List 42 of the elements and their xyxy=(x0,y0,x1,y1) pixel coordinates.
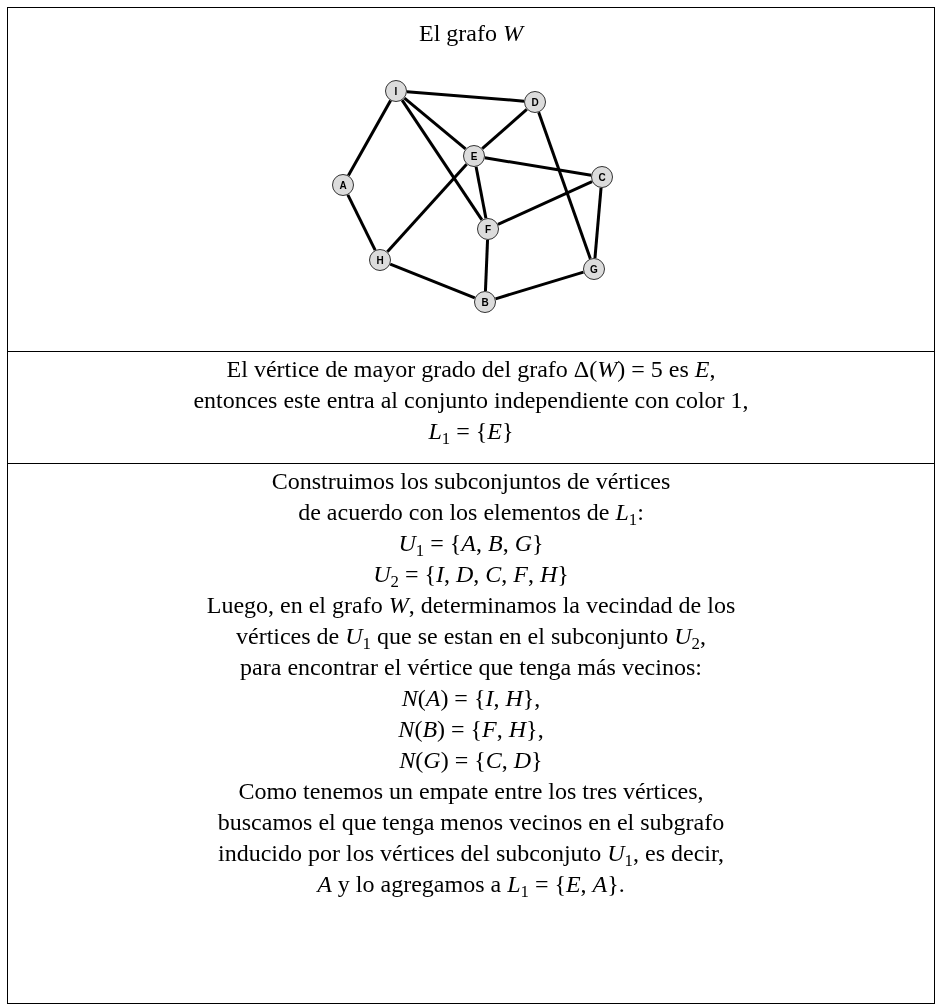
text-line: de acuerdo con los elementos de L$_{1}$: xyxy=(298,498,644,528)
vertex-circle: H xyxy=(369,249,391,271)
text-line: inducido por los vértices del subconjuto U$_{1}$, es decir, xyxy=(218,839,724,869)
vertex-circle: E xyxy=(463,145,485,167)
text-line: Construimos los subconjuntos de vértices xyxy=(271,467,671,496)
text-line: para encontrar el vértice que tenga más vecinos: xyxy=(240,653,702,682)
graph-edge xyxy=(400,99,484,221)
graph-edge xyxy=(347,99,392,177)
graph-edge xyxy=(346,194,377,251)
graph-edge xyxy=(481,108,528,150)
graph-edge xyxy=(537,111,592,260)
vertex-circle: A xyxy=(332,174,354,196)
graph-edge xyxy=(497,180,593,226)
text-line: El vértice de mayor grado del grafo Δ(W) = 5 es E, xyxy=(226,355,716,384)
graph-edge xyxy=(389,262,476,300)
graph-edge xyxy=(406,90,525,103)
text-line: U$_{2}$ = {I, D, C, F, H} xyxy=(373,560,569,590)
vertex-circle: C xyxy=(591,166,613,188)
vertex-circle: F xyxy=(477,218,499,240)
text-line: N(G) = {C, D} xyxy=(399,746,543,775)
text-line: entonces este entra al conjunto independiente con color 1, xyxy=(193,386,749,415)
text-line: Luego, en el grafo W, determinamos la vecindad de los xyxy=(206,591,736,620)
text-line: A y lo agregamos a L$_{1}$ = {E, A}. xyxy=(317,870,625,900)
graph-edge xyxy=(495,270,584,301)
vertex-circle: B xyxy=(474,291,496,313)
graph-edge xyxy=(593,187,603,259)
graph-edge xyxy=(484,156,592,177)
graph-edge xyxy=(483,239,490,292)
graph-edge xyxy=(386,163,468,253)
graph-title: El grafo W xyxy=(419,19,523,48)
text-line: vértices de U$_{1}$ que se estan en el subconjunto U$_{2}$, xyxy=(236,622,706,652)
text-line: Como tenemos un empate entre los tres vértices, xyxy=(238,777,704,806)
graph-edge xyxy=(474,166,488,219)
vertex-circle: D xyxy=(524,91,546,113)
text-line: N(B) = {F, H}, xyxy=(398,715,544,744)
text-line: U$_{1}$ = {A, B, G} xyxy=(398,529,544,559)
vertex-circle: G xyxy=(583,258,605,280)
text-line: N(A) = {I, H}, xyxy=(401,684,541,713)
vertex-circle: I xyxy=(385,80,407,102)
graph-edge xyxy=(403,96,467,151)
text-line: L$_{1}$ = {E} xyxy=(428,417,514,447)
text-line: buscamos el que tenga menos vecinos en el subgrafo xyxy=(217,808,725,837)
